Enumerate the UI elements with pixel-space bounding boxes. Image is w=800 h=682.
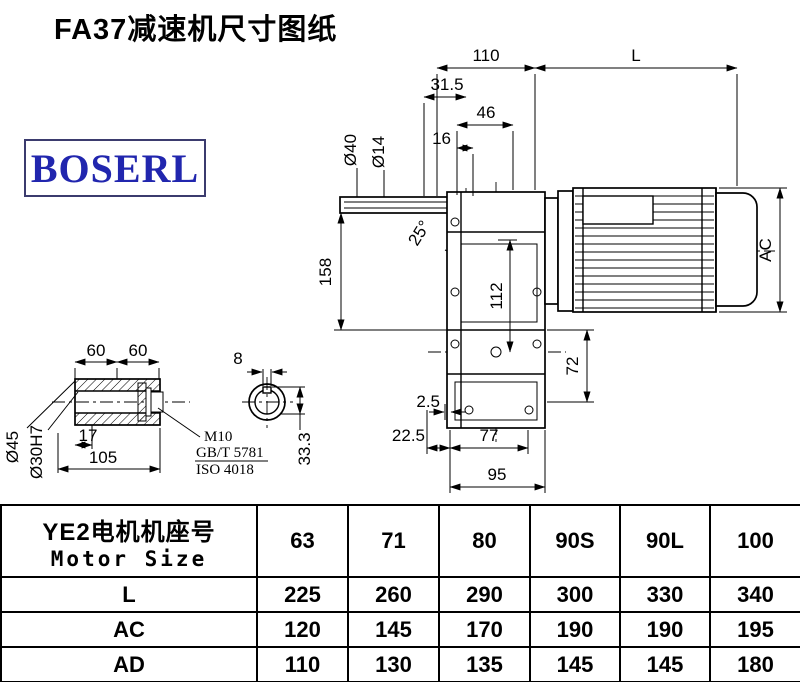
table-cell-size: 63 bbox=[256, 504, 349, 578]
dim-77: 77 bbox=[449, 426, 529, 454]
dim-60b-label: 60 bbox=[129, 341, 148, 360]
dim-dia14-label: Ø14 bbox=[369, 136, 388, 168]
motor bbox=[544, 187, 758, 313]
fastener-notes: M10 GB/T 5781 ISO 4018 bbox=[195, 429, 268, 478]
note-gbt: GB/T 5781 bbox=[196, 445, 264, 461]
table-cell-size: 71 bbox=[347, 504, 440, 578]
dim-dia45-label: Ø45 bbox=[3, 431, 22, 463]
dim-95: 95 bbox=[449, 430, 546, 493]
table-cell: 145 bbox=[347, 611, 440, 648]
dim-95-label: 95 bbox=[488, 465, 507, 484]
dim-22-5-label: 22.5 bbox=[392, 426, 425, 445]
table-cell: 110 bbox=[256, 646, 349, 682]
dim-22-5: 22.5 bbox=[392, 426, 451, 452]
note-m10: M10 bbox=[204, 429, 232, 445]
angle-25: 25° bbox=[404, 217, 434, 249]
dim-16-label: 16 bbox=[432, 129, 451, 148]
dim-L-label: L bbox=[631, 46, 640, 65]
dim-dia45: Ø45 bbox=[3, 380, 76, 463]
dim-112: 112 bbox=[487, 239, 517, 353]
dim-110-label: 110 bbox=[472, 46, 499, 65]
fan-cover bbox=[715, 192, 758, 307]
dim-112-label: 112 bbox=[487, 282, 506, 309]
dim-105-label: 105 bbox=[89, 448, 117, 467]
shaft-section-detail: 8 33.3 bbox=[233, 349, 314, 466]
table-cell: 180 bbox=[709, 646, 800, 682]
dim-46-label: 46 bbox=[477, 103, 496, 122]
dim-158-label: 158 bbox=[316, 258, 335, 286]
table-cell: 340 bbox=[709, 576, 800, 613]
row-label-L: L bbox=[0, 576, 258, 613]
table-cell: 195 bbox=[709, 611, 800, 648]
gearbox-body bbox=[446, 191, 546, 429]
table-cell: 170 bbox=[438, 611, 531, 648]
dim-dia40: Ø40 bbox=[341, 134, 360, 197]
table-cell: 225 bbox=[256, 576, 349, 613]
table-cell: 120 bbox=[256, 611, 349, 648]
table-cell: 300 bbox=[529, 576, 621, 613]
table-cell: 290 bbox=[438, 576, 531, 613]
dim-8: 8 bbox=[233, 349, 287, 386]
dim-16: 16 bbox=[432, 129, 474, 196]
dim-8-label: 8 bbox=[233, 349, 242, 368]
dim-33-3-label: 33.3 bbox=[295, 432, 314, 465]
table-cell: 135 bbox=[438, 646, 531, 682]
page-title: FA37减速机尺寸图纸 bbox=[54, 14, 338, 46]
washer bbox=[145, 387, 152, 417]
table-cell: 145 bbox=[529, 646, 621, 682]
dim-72: 72 bbox=[547, 329, 594, 403]
motor-size-header-cn: YE2电机机座号 bbox=[42, 518, 216, 546]
table-row-AC: AC 120 145 170 190 190 195 bbox=[0, 611, 800, 648]
dim-60-60: 60 60 bbox=[74, 341, 160, 379]
table-cell-size: 80 bbox=[438, 504, 531, 578]
dim-31-5-label: 31.5 bbox=[430, 75, 463, 94]
angle-25-label: 25° bbox=[404, 217, 434, 249]
dimension-table: YE2电机机座号 Motor Size 63 71 80 90S 90L 100… bbox=[0, 504, 800, 682]
table-row-AD: AD 110 130 135 145 145 180 bbox=[0, 646, 800, 682]
table-cell-size: 90L bbox=[619, 504, 711, 578]
table-cell-size: 100 bbox=[709, 504, 800, 578]
motor-size-header-en: Motor Size bbox=[50, 546, 208, 571]
dimension-table-wrap: YE2电机机座号 Motor Size 63 71 80 90S 90L 100… bbox=[0, 504, 800, 682]
dim-77-label: 77 bbox=[480, 426, 499, 445]
table-cell: 190 bbox=[529, 611, 621, 648]
dim-AC: AC bbox=[719, 187, 787, 313]
table-cell: 190 bbox=[619, 611, 711, 648]
dim-17-label: 17 bbox=[79, 426, 98, 445]
brand-logo: BOSERL bbox=[24, 139, 206, 197]
row-label-AC: AC bbox=[0, 611, 258, 648]
dim-105: 105 bbox=[57, 428, 161, 473]
dim-33-3: 33.3 bbox=[272, 386, 314, 466]
row-label-AD: AD bbox=[0, 646, 258, 682]
brand-logo-text: BOSERL bbox=[30, 145, 200, 191]
dim-46: 46 bbox=[456, 103, 514, 195]
dim-31-5: 31.5 bbox=[423, 75, 467, 196]
dim-dia30: Ø30H7 bbox=[27, 391, 79, 479]
motor-size-header-cell: YE2电机机座号 Motor Size bbox=[0, 504, 258, 578]
table-cell: 145 bbox=[619, 646, 711, 682]
dim-dia40-label: Ø40 bbox=[341, 134, 360, 166]
table-cell: 260 bbox=[347, 576, 440, 613]
table-cell: 130 bbox=[347, 646, 440, 682]
dim-L: L bbox=[534, 46, 738, 186]
dim-AC-label: AC bbox=[756, 238, 775, 262]
technical-drawing: 110 L 31.5 46 16 Ø40 Ø14 bbox=[3, 46, 787, 493]
terminal-box bbox=[582, 195, 654, 225]
screw-head bbox=[150, 391, 164, 413]
table-cell-size: 90S bbox=[529, 504, 621, 578]
dim-72-label: 72 bbox=[563, 357, 582, 376]
note-iso: ISO 4018 bbox=[196, 462, 254, 478]
table-row-L: L 225 260 290 300 330 340 bbox=[0, 576, 800, 613]
dim-158: 158 bbox=[316, 212, 447, 331]
dim-17: 17 bbox=[74, 425, 98, 449]
dim-dia30-label: Ø30H7 bbox=[27, 425, 46, 479]
table-header-row: YE2电机机座号 Motor Size 63 71 80 90S 90L 100 bbox=[0, 504, 800, 578]
dim-dia14: Ø14 bbox=[369, 136, 388, 197]
dim-2-5-label: 2.5 bbox=[416, 392, 440, 411]
hollow-shaft-detail bbox=[52, 378, 201, 438]
dim-60a-label: 60 bbox=[87, 341, 106, 360]
table-cell: 330 bbox=[619, 576, 711, 613]
